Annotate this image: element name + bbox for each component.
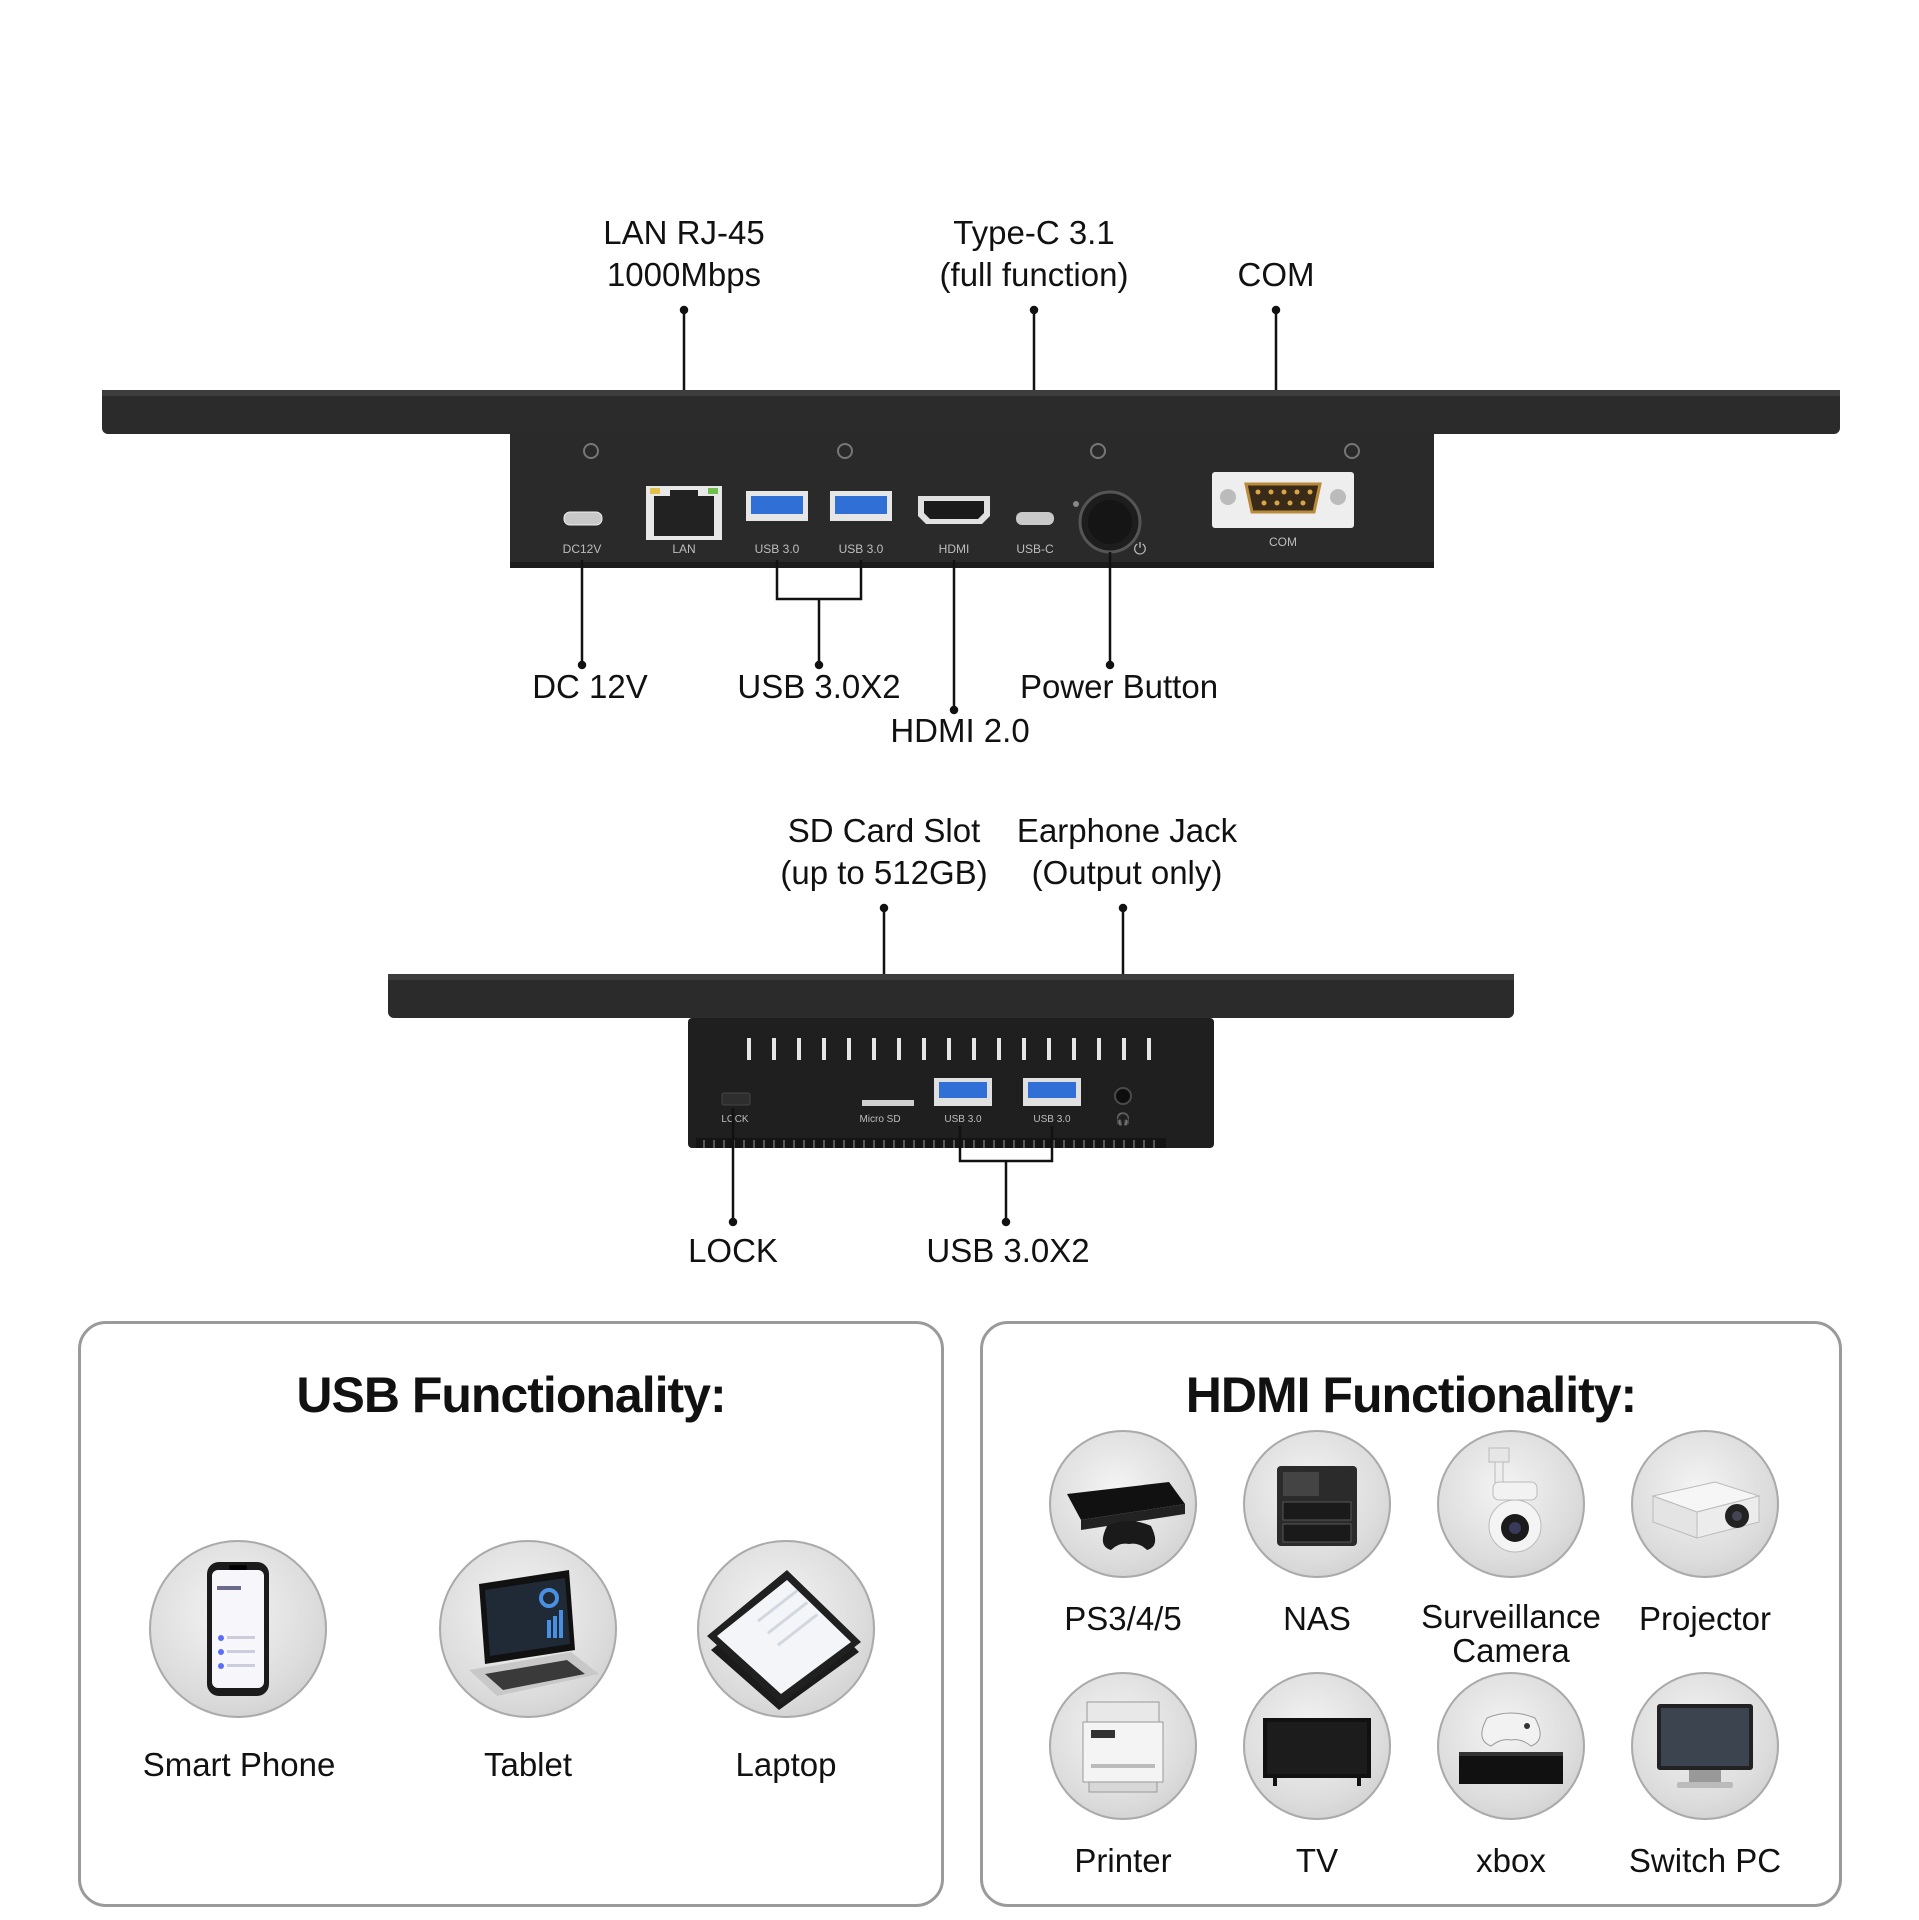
hdmi-device-ps: PS3/4/5	[1064, 1600, 1182, 1637]
label-lan-line1: LAN RJ-45	[603, 214, 765, 251]
earphone-jack	[1114, 1087, 1132, 1105]
headphone-icon: 🎧	[1116, 1112, 1131, 1126]
tv-icon	[1263, 1718, 1371, 1786]
hdmi-device-printer: Printer	[1074, 1842, 1172, 1879]
xbox-circle	[1437, 1672, 1585, 1820]
usb-device-laptop: Laptop	[735, 1746, 837, 1783]
top-device-diagram: DC12V LAN USB 3.0 USB 3.0 HDMI USB-C COM…	[102, 305, 1840, 715]
printer-circle	[1049, 1672, 1197, 1820]
label-usb-pair-side: USB 3.0X2	[926, 1232, 1090, 1269]
label-power: Power Button	[1019, 668, 1219, 705]
silk-usb4: USB 3.0	[1033, 1114, 1071, 1125]
lock-slot	[721, 1092, 751, 1106]
nas-circle	[1243, 1430, 1391, 1578]
label-sd: SD Card Slot (up to 512GB)	[780, 810, 987, 894]
hdmi-device-camera: Surveillance Camera	[1421, 1600, 1601, 1668]
hdmi-device-switchpc: Switch PC	[1628, 1842, 1782, 1879]
switchpc-circle	[1631, 1672, 1779, 1820]
tablet-icon	[707, 1570, 861, 1710]
hdmi-device-projector: Projector	[1638, 1600, 1772, 1637]
projector-circle	[1631, 1430, 1779, 1578]
microsd-slot	[862, 1100, 914, 1106]
hdmi-panel-title: HDMI Functionality:	[1185, 1367, 1637, 1423]
nas-icon	[1277, 1466, 1357, 1546]
usb-panel-title: USB Functionality:	[296, 1367, 726, 1423]
usbc-port	[1016, 512, 1054, 525]
silk-usb3: USB 3.0	[944, 1114, 982, 1125]
monitor-edge-side	[388, 974, 1514, 1018]
xbox-icon	[1459, 1712, 1563, 1784]
smartphone-icon	[207, 1562, 269, 1696]
silk-lan: LAN	[672, 542, 695, 556]
camera-icon	[1488, 1447, 1542, 1553]
label-sd-line1: SD Card Slot	[787, 812, 981, 849]
laptop-icon	[469, 1570, 599, 1696]
silk-usb1: USB 3.0	[755, 542, 800, 556]
hdmi-device-nas: NAS	[1283, 1600, 1351, 1637]
label-dc: DC 12V	[532, 668, 648, 705]
silk-usbc: USB-C	[1016, 542, 1054, 556]
tv-circle	[1243, 1672, 1391, 1820]
printer-icon	[1082, 1701, 1164, 1793]
label-earphone-line2: (Output only)	[1031, 854, 1223, 891]
usb-functionality-panel: USB Functionality: Smart Phone Tablet	[78, 1321, 944, 1907]
side-device-diagram: LOCK Micro SD USB 3.0 USB 3.0 🎧	[388, 903, 1514, 1227]
laptop-circle	[697, 1540, 875, 1718]
dc-port	[563, 511, 603, 526]
ps-circle	[1049, 1430, 1197, 1578]
camera-label-line1: Surveillance	[1421, 1598, 1601, 1635]
monitor-edge-top	[102, 390, 1840, 434]
camera-label-line2: Camera	[1452, 1632, 1570, 1669]
label-sd-line2: (up to 512GB)	[780, 854, 988, 891]
tablet-circle	[439, 1540, 617, 1718]
projector-icon	[1651, 1481, 1761, 1539]
smartphone-circle	[149, 1540, 327, 1718]
monitor-icon	[1657, 1704, 1753, 1788]
label-lock: LOCK	[688, 1232, 778, 1269]
usb-device-tablet: Tablet	[483, 1746, 573, 1783]
label-earphone: Earphone Jack (Output only)	[1017, 810, 1237, 894]
hdmi-device-xbox: xbox	[1476, 1842, 1546, 1879]
console-icon	[1067, 1482, 1185, 1550]
camera-circle	[1437, 1430, 1585, 1578]
hdmi-functionality-panel: HDMI Functionality: PS3/4/5 NAS Surveill…	[980, 1321, 1842, 1907]
hdmi-device-tv: TV	[1295, 1842, 1339, 1879]
power-icon: ⏻	[1134, 541, 1147, 558]
label-com: COM	[1237, 256, 1315, 293]
label-earphone-line1: Earphone Jack	[1016, 812, 1238, 849]
label-hdmi: HDMI 2.0	[890, 712, 1030, 749]
label-lan-line2: 1000Mbps	[606, 256, 762, 293]
label-typec-line2: (full function)	[939, 256, 1129, 293]
usb-device-smartphone: Smart Phone	[142, 1746, 336, 1783]
silk-com: COM	[1269, 535, 1297, 549]
silk-microsd: Micro SD	[859, 1114, 900, 1125]
label-typec: Type-C 3.1 (full function)	[940, 212, 1129, 296]
label-typec-line1: Type-C 3.1	[953, 214, 1115, 251]
silk-dc: DC12V	[563, 542, 602, 556]
silk-hdmi: HDMI	[939, 542, 970, 556]
label-lan: LAN RJ-45 1000Mbps	[603, 212, 764, 296]
silk-lock: LOCK	[721, 1114, 749, 1125]
silk-usb2: USB 3.0	[839, 542, 884, 556]
label-usb-pair-top: USB 3.0X2	[737, 668, 901, 705]
